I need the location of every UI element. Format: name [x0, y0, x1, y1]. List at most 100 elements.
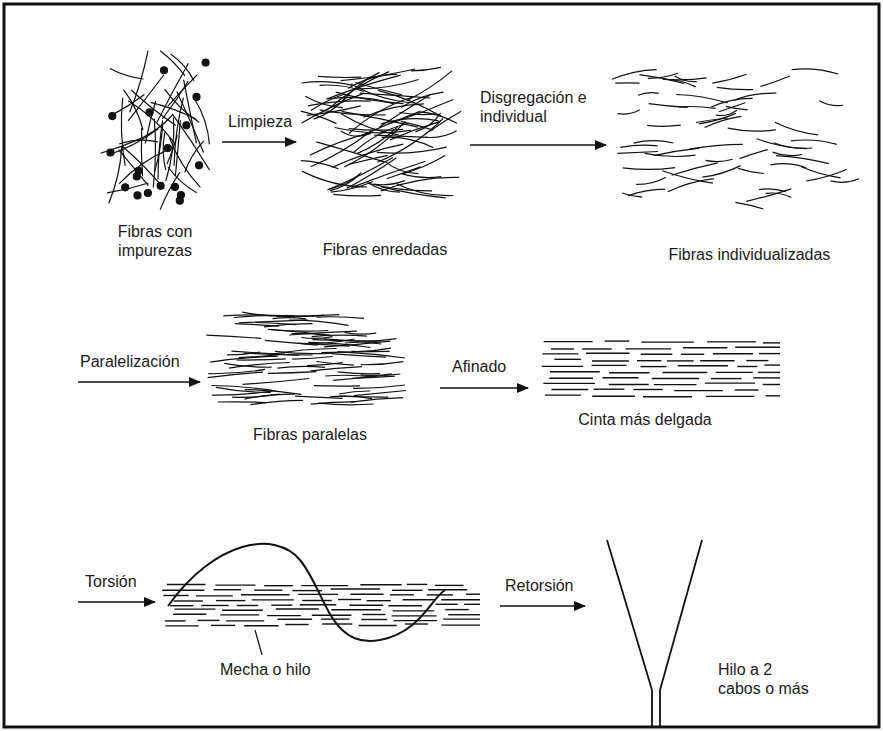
fiber	[636, 177, 666, 184]
fiber	[663, 372, 708, 373]
fiber	[428, 589, 467, 590]
fiber	[327, 158, 393, 190]
fiber	[716, 372, 753, 373]
fiber	[353, 385, 405, 388]
fiber	[638, 93, 659, 96]
fiber	[110, 69, 144, 80]
ply-yarn	[607, 540, 652, 690]
fiber	[198, 620, 220, 621]
fiber-strokes	[101, 51, 860, 626]
impurity-dot	[177, 192, 184, 199]
fiber	[401, 92, 444, 108]
process-arrow	[440, 387, 528, 389]
fiber	[819, 101, 843, 106]
fiber	[362, 614, 385, 615]
stage-caption: Fibras enredadas	[323, 240, 448, 259]
fiber	[792, 69, 838, 74]
fiber	[392, 590, 423, 591]
stage-caption: Fibras individualizadas	[669, 245, 831, 264]
fiber	[763, 342, 780, 343]
fiber	[349, 605, 383, 606]
fiber	[321, 351, 389, 352]
fiber	[381, 177, 459, 191]
fiber	[347, 158, 397, 189]
arrow-label: Torsión	[85, 572, 137, 591]
fiber	[640, 75, 685, 84]
fiber	[618, 110, 640, 114]
fiber	[264, 585, 293, 586]
fiber	[301, 585, 348, 586]
arrow-label: Disgregación e individual	[480, 88, 605, 126]
fiber	[273, 318, 306, 319]
fiber	[172, 114, 209, 170]
fiber	[244, 394, 294, 399]
impurity-dot	[157, 182, 164, 189]
impurity-dot	[171, 183, 178, 190]
fiber	[201, 605, 228, 606]
fiber	[592, 365, 627, 366]
fiber	[252, 599, 294, 600]
fiber	[728, 128, 776, 131]
fiber	[388, 605, 422, 606]
fiber	[312, 615, 352, 616]
fiber	[278, 619, 313, 620]
fiber	[175, 608, 216, 609]
frame	[4, 4, 879, 727]
fiber	[663, 78, 707, 80]
fiber	[338, 352, 405, 358]
fiber	[791, 140, 837, 144]
fiber	[668, 179, 714, 192]
fiber	[764, 364, 780, 365]
fiber	[382, 137, 434, 148]
fiber	[289, 331, 357, 335]
fiber	[123, 90, 143, 131]
fiber	[705, 382, 755, 383]
fiber	[357, 127, 398, 154]
fiber	[359, 625, 397, 626]
fiber	[426, 131, 457, 138]
impurity-dot	[144, 190, 151, 197]
fiber	[234, 315, 295, 317]
process-arrow	[470, 144, 606, 146]
stage-caption: Fibras con impurezas	[85, 222, 225, 260]
fiber	[314, 385, 360, 387]
fiber	[341, 131, 371, 136]
fiber	[592, 396, 635, 397]
fiber	[320, 85, 364, 92]
fiber	[775, 122, 818, 135]
fiber	[167, 584, 206, 585]
fiber	[128, 75, 164, 121]
fiber	[620, 145, 657, 147]
fiber	[341, 114, 399, 135]
fiber	[645, 153, 696, 156]
fiber	[401, 174, 441, 178]
fiber	[300, 604, 337, 605]
fiber	[605, 340, 630, 341]
fiber	[243, 379, 310, 385]
fiber	[267, 615, 301, 616]
fiber	[586, 353, 629, 354]
fiber	[254, 590, 282, 591]
impurity-dot	[122, 184, 129, 191]
impurity-dot	[134, 192, 141, 199]
fiber	[411, 67, 441, 70]
fiber	[158, 120, 163, 179]
fiber	[830, 179, 859, 183]
fiber	[637, 360, 661, 361]
fiber	[738, 168, 764, 173]
fiber	[390, 594, 414, 595]
fiber	[237, 605, 258, 606]
fiber	[138, 115, 173, 140]
fiber	[168, 167, 197, 193]
fiber	[222, 610, 263, 611]
fiber	[427, 594, 453, 595]
fiber	[654, 148, 700, 155]
fiber	[367, 600, 391, 601]
fiber	[758, 372, 780, 373]
fiber	[707, 341, 756, 342]
fiber	[641, 366, 667, 367]
fiber	[341, 69, 415, 81]
fiber	[726, 106, 748, 110]
arrow-label: Afinado	[452, 357, 506, 376]
fiber	[641, 341, 694, 342]
